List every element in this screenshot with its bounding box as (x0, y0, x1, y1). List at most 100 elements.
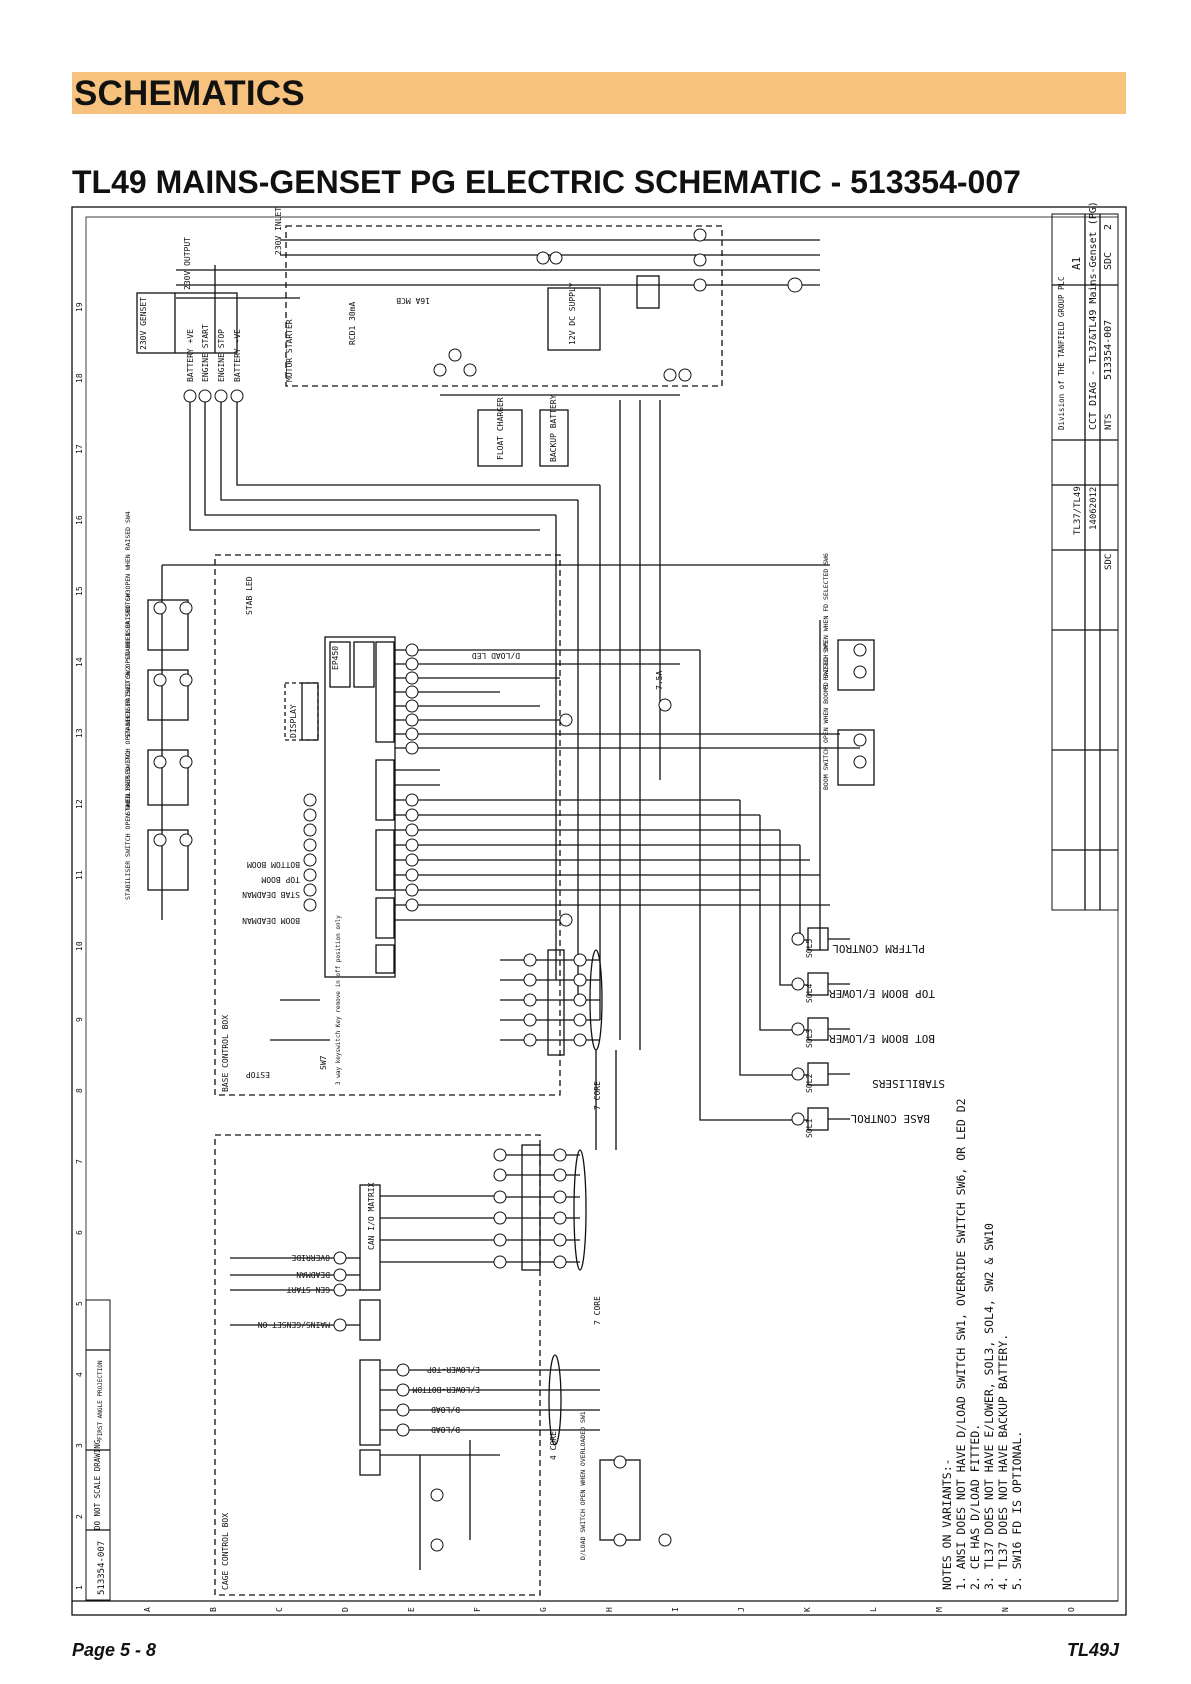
ep450-label: EP450 (331, 646, 340, 670)
stab-switch-3: STABILISER SWITCH OPEN WHEN RAISED SW3 (124, 589, 132, 738)
zone-row-label: D (341, 1607, 350, 1612)
genset-title: 230V GENSET (139, 297, 148, 350)
dc-supply-label: 12V DC SUPPLY (568, 282, 577, 345)
zone-col-label: 11 (75, 870, 84, 880)
tb-drawn: SDC (1103, 252, 1114, 270)
zone-col-label: 3 (75, 1443, 84, 1448)
cage-box-label: CAGE CONTROL BOX (221, 1513, 230, 1590)
cage-switch-4: MAINS/GENSET ON (258, 1320, 330, 1329)
tb-dwg-no: 513354-007 (1103, 320, 1114, 380)
zone-col-label: 2 (75, 1514, 84, 1519)
notes-title: NOTES ON VARIANTS:- (940, 1458, 954, 1590)
base-input-1: BOTTOM BOOM (247, 860, 300, 869)
tb-title: CCT DIAG - TL37&TL49 Mains-Genset (PG) (1088, 201, 1099, 430)
zone-row-label: G (539, 1607, 548, 1612)
fuse-label: 7.5A (655, 671, 664, 690)
stab-switch-1: STABILISER SWITCH OPEN WHEN RAISED SW1 (124, 751, 132, 900)
zone-row-label: M (935, 1607, 944, 1612)
stamp-dwg-no: 513354-007 (97, 1541, 107, 1595)
stab-led-label: STAB LED (245, 576, 254, 615)
dload-switch-label: D/LOAD SWITCH OPEN WHEN OVERLOADED SW1 (579, 1411, 587, 1560)
stab-switch-2: STABILISER SWITCH OPEN WHEN RAISED SW2 (124, 666, 132, 815)
sw7-label: SW7 (319, 1055, 328, 1070)
base-input-3: STAB DEADMAN (242, 890, 300, 899)
sol1-label: BASE CONTROL (850, 1112, 930, 1125)
zone-row-label: I (671, 1607, 680, 1612)
sol5-label: PLTFRM CONTROL (832, 942, 925, 955)
zone-col-label: 1 (75, 1585, 84, 1590)
tb-rev: 2 (1103, 224, 1114, 230)
tb-model: TL37/TL49 (1073, 486, 1083, 535)
base-input-4: BOOM DEADMAN (242, 916, 300, 925)
zone-col-label: 13 (75, 728, 84, 738)
zone-row-label: K (803, 1607, 812, 1612)
estop-label: ESTOP (246, 1070, 270, 1079)
cage-output-2: E/LOWER-BOTTOM (412, 1385, 480, 1394)
section-title: SCHEMATICS (74, 74, 305, 113)
page-title: TL49 MAINS-GENSET PG ELECTRIC SCHEMATIC … (72, 164, 1021, 200)
sol3-id: SOL3 (805, 1029, 814, 1048)
genset-terminal-2: ENGINE START (201, 324, 210, 382)
inlet-label: 230V INLET (274, 207, 283, 255)
zone-col-label: 10 (75, 941, 84, 951)
sol4-label: TOP BOOM E/LOWER (829, 987, 935, 1000)
note-2: 2. CE HAS D/LOAD FITTED. (968, 1424, 982, 1590)
seven-core-label-2: 7 CORE (593, 1296, 602, 1325)
zone-row-label: L (869, 1607, 878, 1612)
zone-col-label: 6 (75, 1230, 84, 1235)
zone-col-label: 17 (75, 444, 84, 454)
note-5: 5. SW16 FD IS OPTIONAL. (1010, 1431, 1024, 1590)
sol1-id: SOL1 (805, 1119, 814, 1138)
dload-led-label: D/LOAD LED (472, 651, 520, 660)
page-number: Page 5 - 8 (72, 1640, 157, 1660)
zone-col-label: 16 (75, 515, 84, 525)
tb-drawn-2: SDC (1104, 554, 1114, 570)
sol5-id: SOL5 (805, 939, 814, 958)
fd-switch-label: FD SWITCH OPEN WHEN FD SELECTED SW6 (822, 553, 830, 690)
cage-switch-3: GEN START (286, 1285, 330, 1294)
model-code: TL49J (1066, 1640, 1119, 1660)
motor-starter-label: MOTOR STARTER (285, 319, 294, 382)
boom-switch-label: BOOM SWITCH OPEN WHEN BOOMS RAISED SW5 (822, 641, 830, 790)
key-note: 3 way keyswitch Key remove in off positi… (335, 915, 342, 1085)
zone-row-label: E (407, 1607, 416, 1612)
cage-switch-1: OVERRIDE (291, 1253, 330, 1262)
zone-col-label: 8 (75, 1088, 84, 1093)
backup-battery-label: BACKUP BATTERY (549, 394, 558, 462)
genset-terminal-3: ENGINE STOP (217, 329, 226, 382)
note-4: 4. TL37 DOES NOT HAVE BACKUP BATTERY. (996, 1334, 1010, 1590)
tb-size: A1 (1070, 257, 1083, 270)
genset-terminal-4: BATTERY -VE (233, 329, 242, 382)
tb-date: 14062012 (1089, 487, 1099, 530)
zone-col-label: 4 (75, 1372, 84, 1377)
base-box-label: BASE CONTROL BOX (221, 1015, 230, 1092)
zone-col-label: 7 (75, 1159, 84, 1164)
display-label: DISPLAY (289, 704, 298, 738)
zone-row-label: J (737, 1607, 746, 1612)
base-input-2: TOP BOOM (261, 875, 300, 884)
section-band (72, 72, 1126, 114)
note-3: 3. TL37 DOES NOT HAVE E/LOWER, SOL3, SOL… (982, 1223, 996, 1590)
genset-terminal-1: BATTERY +VE (186, 329, 195, 382)
cage-output-4: D/LOAD (431, 1425, 460, 1434)
float-charger-label: FLOAT CHARGER (496, 397, 505, 460)
tb-scale: NTS (1104, 414, 1114, 430)
cage-switch-2: DEADMAN (296, 1270, 330, 1279)
stamp-scale-note: DO NOT SCALE DRAWING (93, 1439, 102, 1530)
stamp-projection: FIRST ANGLE PROJECTION (97, 1360, 104, 1440)
can-io-label: CAN I/O MATRIX (367, 1182, 376, 1250)
zone-col-label: 5 (75, 1301, 84, 1306)
zone-row-label: B (209, 1607, 218, 1612)
rcd-label: RCD1 30mA (348, 301, 357, 345)
note-1: 1. ANSI DOES NOT HAVE D/LOAD SWITCH SW1,… (954, 1098, 968, 1590)
zone-col-label: 12 (75, 799, 84, 809)
genset-output: 230V OUTPUT (183, 237, 192, 290)
cage-output-1: E/LOWER-TOP (427, 1365, 480, 1374)
zone-col-label: 9 (75, 1017, 84, 1022)
tb-company: Division of THE TANFIELD GROUP PLC (1057, 276, 1066, 430)
zone-row-label: H (605, 1607, 614, 1612)
zone-row-label: A (143, 1607, 152, 1612)
stab-switch-4: STABILISER SWITCH OPEN WHEN RAISED SW4 (124, 511, 132, 660)
zone-col-label: 19 (75, 302, 84, 312)
